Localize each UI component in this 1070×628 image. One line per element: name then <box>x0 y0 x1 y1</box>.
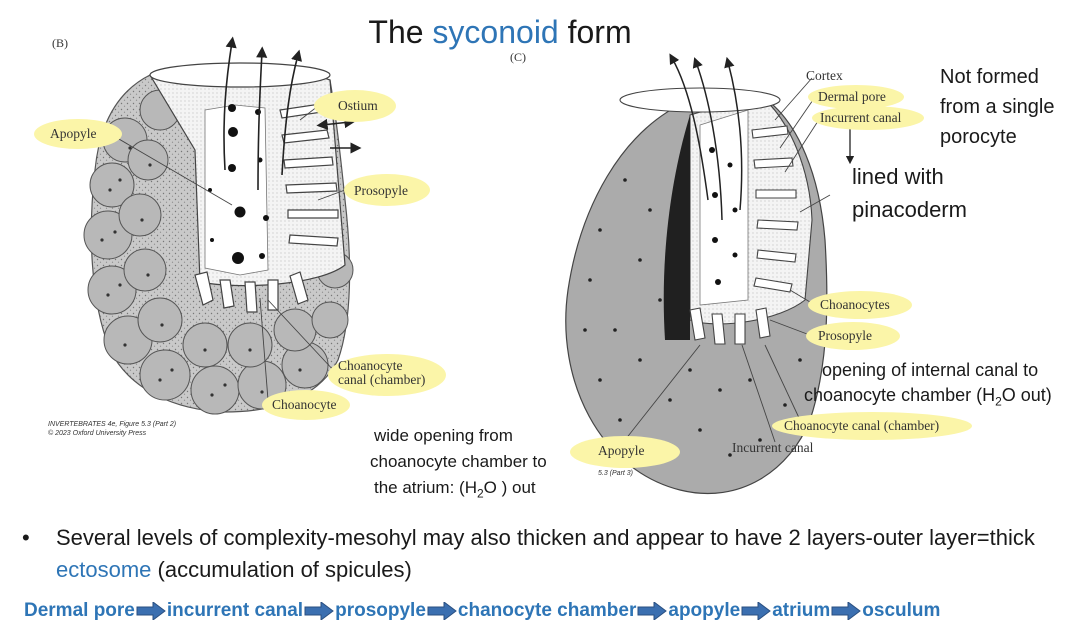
flow-step: atrium <box>772 600 831 621</box>
note-wide-opening-end: O ) out <box>483 478 536 497</box>
bullet-text: Several levels of complexity-mesohyl may… <box>56 522 1056 586</box>
label-prosopyle-c: Prosopyle <box>818 328 872 343</box>
note-wide-opening: wide opening from <box>374 423 513 448</box>
note-not-formed-line2: from a single <box>940 96 1055 118</box>
note-opening-internal-sub: 2 <box>995 394 1002 409</box>
water-flow-chain: Dermal pore incurrent canal prosopyle chano… <box>24 600 940 622</box>
label-cortex: Cortex <box>806 68 843 83</box>
note-lined-with-line1: lined with <box>852 164 944 189</box>
right-arrow-icon <box>136 602 166 620</box>
note-wide-opening-line2: choanocyte chamber to <box>370 449 547 474</box>
note-lined-with-line2: pinacoderm <box>852 197 967 222</box>
right-arrow-icon <box>831 602 862 620</box>
note-opening-internal-line1: opening of internal canal to <box>822 360 1039 380</box>
note-opening-internal-text: choanocyte chamber (H <box>804 385 996 405</box>
highlight-choanocytes <box>808 291 912 319</box>
label-choanocyte-b: Choanocyte <box>272 397 337 412</box>
note-wide-opening-text: the atrium: (H <box>374 478 477 497</box>
credit-c: 5.3 (Part 3) <box>598 470 634 477</box>
label-choanocyte-canal-b-line1: Choanocyte <box>338 358 403 373</box>
right-arrow-icon <box>304 602 334 620</box>
note-wide-opening-sub: 2 <box>476 486 484 501</box>
label-choanocyte-canal-b: Choanocyte canal (chamber) <box>338 359 425 387</box>
flow-step: prosopyle <box>335 600 426 621</box>
note-not-formed: Not formed from a single porocyte <box>940 62 1055 152</box>
panel-label-c: (C) <box>510 50 526 64</box>
highlight-choanocyte-canal-b <box>328 354 446 396</box>
note-wide-opening-line1: wide opening from <box>374 426 513 445</box>
flow-step: osculum <box>862 600 941 621</box>
highlight-prosopyle-c <box>806 322 900 350</box>
label-apopyle-c: Apopyle <box>598 443 645 458</box>
bullet-after: (accumulation of spicules) <box>151 557 412 582</box>
label-incurrent-canal-top: Incurrent canal <box>820 110 902 125</box>
label-apopyle-b: Apopyle <box>50 126 97 141</box>
label-choanocytes: Choanocytes <box>820 297 890 312</box>
label-choanocyte-canal-c: Choanocyte canal (chamber) <box>784 418 940 433</box>
highlight-apopyle-b <box>34 119 122 149</box>
title-accent: syconoid <box>432 14 559 50</box>
flow-step: chanocyte chamber <box>457 600 637 621</box>
flow-step: Dermal pore <box>24 600 135 621</box>
label-dermal-pore: Dermal pore <box>818 89 886 104</box>
highlight-prosopyle-b <box>344 174 430 206</box>
bullet-accent: ectosome <box>56 557 152 582</box>
note-lined-with: lined with pinacoderm <box>852 160 967 226</box>
panel-label-b: (B) <box>52 36 68 50</box>
credit-b-line1: INVERTEBRATES 4e, Figure 5.3 (Part 2) <box>48 421 177 428</box>
title-suffix: form <box>558 14 632 50</box>
highlight-apopyle-c <box>570 436 680 468</box>
note-wide-opening-line2-text: choanocyte chamber to <box>370 452 547 471</box>
highlight-ostium <box>314 90 396 122</box>
highlight-dermal-pore <box>808 85 904 109</box>
label-choanocyte-canal-b-line2: canal (chamber) <box>338 372 426 387</box>
note-not-formed-line3: porocyte <box>940 126 1017 148</box>
note-not-formed-line1: Not formed <box>940 66 1039 88</box>
figure-c <box>565 53 855 495</box>
right-arrow-icon <box>427 602 457 620</box>
flow-step: apopyle <box>668 600 741 621</box>
bullet-before: Several levels of complexity-mesohyl may… <box>56 525 1035 550</box>
figure-b <box>83 36 362 415</box>
highlight-incurrent-canal-top <box>812 106 924 130</box>
label-incurrent-canal-bottom: Incurrent canal <box>732 440 814 455</box>
title-prefix: The <box>368 14 433 50</box>
label-prosopyle-b: Prosopyle <box>354 183 408 198</box>
note-opening-internal: opening of internal canal to <box>822 358 1038 383</box>
note-opening-internal-line2: choanocyte chamber (H2O out) <box>804 383 1052 415</box>
flow-step: incurrent canal <box>166 600 304 621</box>
note-wide-opening-line3: the atrium: (H2O ) out <box>374 475 536 506</box>
highlight-choanocyte-b <box>262 390 350 420</box>
note-opening-internal-end: O out) <box>1001 385 1052 405</box>
right-arrow-icon <box>741 602 772 620</box>
bullet-dot: • <box>22 525 30 550</box>
label-ostium: Ostium <box>338 98 378 113</box>
right-arrow-icon <box>637 602 668 620</box>
highlight-choanocyte-canal-c <box>772 412 972 440</box>
credit-b-line2: © 2023 Oxford University Press <box>48 430 147 437</box>
slide-title: The syconoid form <box>0 14 1000 51</box>
credit-b: INVERTEBRATES 4e, Figure 5.3 (Part 2) © … <box>48 420 176 438</box>
